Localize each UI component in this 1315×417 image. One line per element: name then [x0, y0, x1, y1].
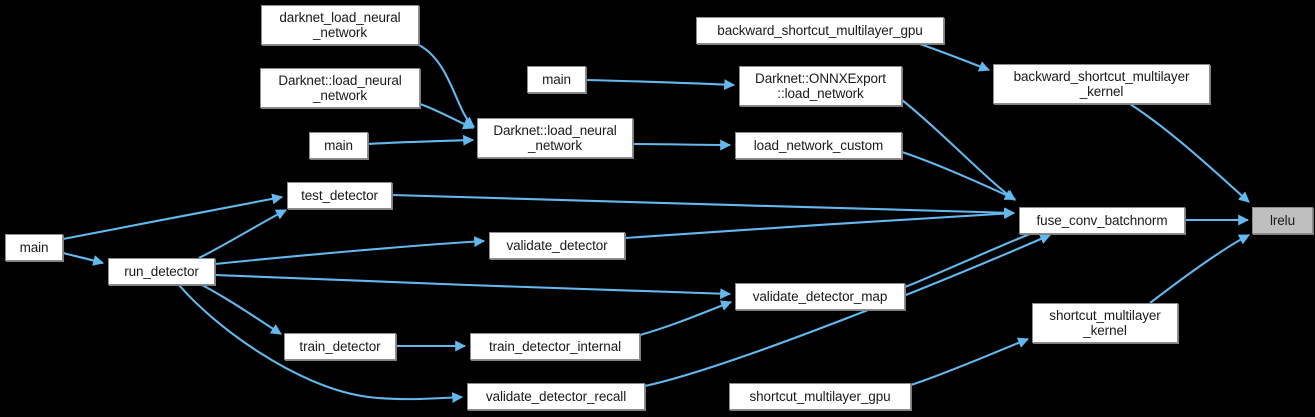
graph-edge	[367, 134, 475, 146]
graph-edge	[62, 251, 105, 266]
graph-node-train_detector[interactable]: train_detector	[284, 333, 396, 360]
graph-edge	[214, 236, 486, 266]
graph-node-load_network_custom[interactable]: load_network_custom	[735, 132, 902, 159]
graph-edge	[419, 103, 475, 130]
graph-edge	[901, 151, 1016, 200]
graph-node-main_left_mid[interactable]: main	[309, 132, 368, 159]
graph-node-Darknet_load_neural_network[interactable]: Darknet::load_neural _network	[477, 118, 633, 158]
graph-node-label: Darknet::load_neural _network	[493, 122, 617, 154]
graph-node-label: Darknet::ONNXExport ::load_network	[755, 70, 886, 102]
graph-node-main_top[interactable]: main	[527, 66, 586, 93]
graph-edge	[632, 139, 732, 151]
graph-edge	[1149, 234, 1250, 304]
graph-edge	[198, 209, 287, 259]
graph-node-train_detector_internal[interactable]: train_detector_internal	[470, 333, 640, 360]
graph-node-label: backward_shortcut_multilayer _kernel	[1013, 68, 1190, 100]
graph-node-Darknet_load_neural_network_outer[interactable]: Darknet::load_neural _network	[260, 68, 420, 108]
graph-node-backward_shortcut_multilayer_gpu[interactable]: backward_shortcut_multilayer_gpu	[696, 17, 944, 44]
graph-node-darknet_load_neural_network[interactable]: darknet_load_neural _network	[261, 5, 419, 45]
graph-node-label: main	[542, 71, 571, 87]
graph-node-fuse_conv_batchnorm[interactable]: fuse_conv_batchnorm	[1019, 207, 1185, 234]
graph-edge	[178, 284, 464, 404]
graph-node-label: validate_detector	[506, 237, 608, 253]
graph-node-label: run_detector	[124, 263, 199, 279]
graph-node-run_detector[interactable]: run_detector	[108, 258, 215, 285]
graph-node-validate_detector[interactable]: validate_detector	[489, 232, 625, 259]
graph-edge	[910, 337, 1030, 386]
graph-node-label: fuse_conv_batchnorm	[1036, 212, 1168, 228]
graph-node-label: lrelu	[1269, 212, 1295, 228]
graph-node-label: darknet_load_neural _network	[279, 9, 401, 41]
graph-node-label: load_network_custom	[753, 137, 884, 153]
graph-edge	[62, 193, 284, 241]
graph-edge	[201, 284, 282, 335]
graph-node-validate_detector_map[interactable]: validate_detector_map	[735, 283, 905, 310]
graph-node-main_far_left[interactable]: main	[5, 234, 63, 261]
graph-node-label: test_detector	[301, 187, 378, 203]
graph-node-label: shortcut_multilayer_gpu	[749, 388, 891, 404]
graph-edge	[644, 233, 1052, 388]
graph-edge	[214, 273, 732, 300]
graph-edges	[62, 43, 1250, 404]
graph-node-Darknet_ONNXExport_load_network[interactable]: Darknet::ONNXExport ::load_network	[739, 66, 902, 106]
graph-edge	[624, 208, 1016, 240]
graph-edge	[585, 78, 736, 91]
graph-edge	[639, 300, 733, 337]
graph-node-shortcut_multilayer_gpu[interactable]: shortcut_multilayer_gpu	[729, 383, 911, 410]
graph-node-validate_detector_recall[interactable]: validate_detector_recall	[467, 383, 645, 410]
graph-edge	[904, 228, 1042, 288]
graph-edge	[1129, 103, 1250, 203]
graph-edge	[919, 43, 991, 72]
graph-node-lrelu[interactable]: lrelu	[1252, 207, 1313, 234]
graph-node-label: Darknet::load_neural _network	[278, 72, 402, 104]
graph-node-label: main	[19, 239, 49, 255]
graph-node-label: train_detector_internal	[488, 338, 622, 354]
graph-node-label: train_detector	[299, 338, 381, 354]
graph-node-label: validate_detector_recall	[485, 388, 627, 404]
graph-node-label: validate_detector_map	[752, 288, 888, 304]
graph-node-label: main	[324, 137, 353, 153]
graph-node-label: backward_shortcut_multilayer_gpu	[717, 22, 923, 38]
graph-node-test_detector[interactable]: test_detector	[287, 182, 392, 209]
graph-edge	[901, 99, 1016, 201]
graph-node-backward_shortcut_multilayer_kernel[interactable]: backward_shortcut_multilayer _kernel	[993, 64, 1210, 104]
graph-edge	[391, 193, 1016, 219]
graph-node-shortcut_multilayer_kernel[interactable]: shortcut_multilayer _kernel	[1032, 303, 1178, 343]
graph-node-label: shortcut_multilayer _kernel	[1049, 307, 1161, 339]
